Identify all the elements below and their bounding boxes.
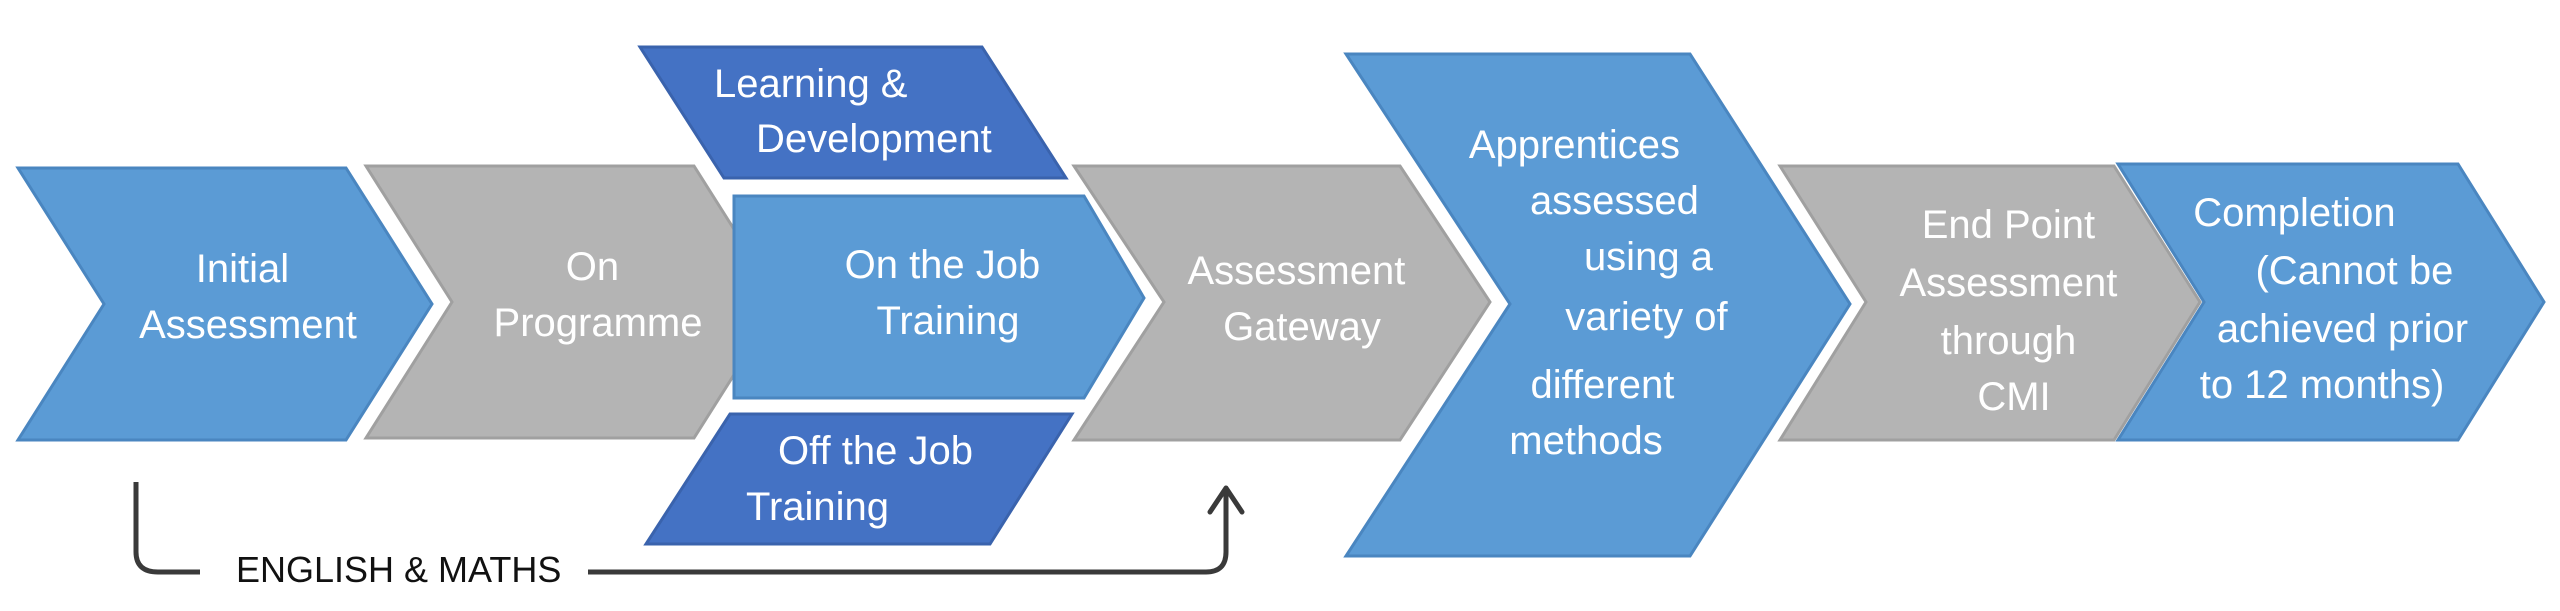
- step-label-line: different: [1531, 363, 1675, 407]
- chevron-shape: [2115, 162, 2546, 442]
- arrow-up-icon: [1207, 485, 1245, 515]
- step-completion: Completion (Cannot be achieved prior to …: [2115, 162, 2546, 442]
- step-label-line: Assessment: [1900, 261, 2118, 305]
- chevron-shape: [1071, 164, 1492, 442]
- svg-text:Apprentices assessed: Apprentices assessed using a variety of …: [1469, 123, 1739, 463]
- step-initial-assessment: Initial Assessment: [15, 166, 434, 442]
- connector-english-maths: ENGLISH & MATHS: [133, 482, 1245, 590]
- svg-text:Off the Job Training: Off the Job Training: [746, 429, 984, 529]
- step-label-line: variety of: [1565, 295, 1728, 339]
- step-off-the-job-training: Off the Job Training: [643, 412, 1075, 546]
- step-label-line: achieved prior: [2217, 307, 2468, 351]
- svg-text:Assessment Gateway: Assessment Gateway: [1188, 249, 1417, 349]
- step-label-line: Apprentices: [1469, 123, 1680, 167]
- step-label-line: Learning &: [714, 62, 908, 106]
- svg-text:Learning & Development: Learning & Development: [714, 62, 992, 161]
- step-label-line: Completion: [2193, 191, 2395, 235]
- step-on-the-job-training: On the Job Training: [732, 194, 1146, 400]
- chevron-shape: [1343, 52, 1852, 558]
- step-label-line: Assessment: [139, 303, 357, 347]
- svg-text:End Point Assessment: End Point Assessment through CMI: [1900, 203, 2129, 419]
- step-apprentices-assessed: Apprentices assessed using a variety of …: [1343, 52, 1852, 558]
- step-label-line: (Cannot be: [2255, 249, 2453, 293]
- connector-line-right: [588, 492, 1229, 575]
- step-label-line: Programme: [494, 301, 703, 345]
- chevron-shape: [732, 194, 1146, 400]
- svg-text:Completion (Cannot be: Completion (Cannot be achieved prior to …: [2193, 191, 2479, 407]
- chevron-shape: [1777, 164, 2202, 442]
- step-label-line: Assessment: [1188, 249, 1406, 293]
- svg-text:On the Job Training: On the Job Training: [845, 243, 1052, 343]
- step-on-programme: On Programme: [363, 164, 782, 440]
- step-label-line: to 12 months): [2200, 363, 2445, 407]
- parallelogram-shape: [637, 45, 1069, 180]
- step-label-line: Initial: [196, 247, 289, 291]
- step-label-line: On the Job: [845, 243, 1041, 287]
- step-label-line: Off the Job: [778, 429, 973, 473]
- step-label-line: CMI: [1977, 375, 2050, 419]
- step-label-line: assessed: [1530, 179, 1699, 223]
- step-end-point-assessment: End Point Assessment through CMI: [1777, 164, 2202, 442]
- connector-label: ENGLISH & MATHS: [236, 549, 561, 590]
- step-label-line: End Point: [1922, 203, 2095, 247]
- connector-line-left: [133, 482, 200, 575]
- step-learning-development: Learning & Development: [637, 45, 1069, 180]
- step-label-line: Training: [876, 299, 1019, 343]
- parallelogram-shape: [643, 412, 1075, 546]
- step-assessment-gateway: Assessment Gateway: [1071, 164, 1492, 442]
- chevron-shape: [363, 164, 782, 440]
- svg-text:Initial Assessment: Initial Assessment: [139, 247, 357, 347]
- svg-text:On Programme: On Programme: [494, 245, 703, 345]
- chevron-shape: [15, 166, 434, 442]
- step-label-line: Development: [756, 117, 992, 161]
- step-label-line: through: [1941, 319, 2077, 363]
- step-label-line: Training: [746, 485, 889, 529]
- step-label-line: Gateway: [1223, 305, 1381, 349]
- step-label-line: using a: [1584, 235, 1714, 279]
- step-label-line: methods: [1509, 419, 1662, 463]
- step-label-line: On: [566, 245, 619, 289]
